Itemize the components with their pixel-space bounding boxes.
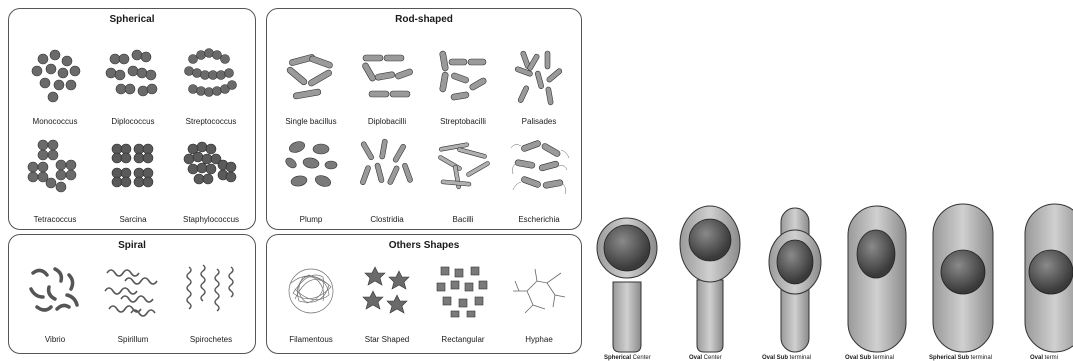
vibrio-illustration: [23, 261, 87, 321]
streptococcus-illustration: [179, 45, 243, 111]
diplobacilli-illustration: [355, 45, 419, 111]
sarcina-illustration: [101, 135, 165, 201]
single-bacillus-illustration: [279, 45, 343, 111]
single-bacillus-cell: [279, 45, 343, 111]
clostridia-cell: [355, 135, 419, 201]
tetracoccus-cell: [23, 135, 87, 201]
spore-oval-subterminal-wide: [848, 206, 906, 352]
spirillum-illustration: [101, 261, 165, 321]
streptobacilli-illustration: [431, 45, 495, 111]
diplococcus-cell: [101, 45, 165, 111]
spore-label-5: Spherical Sub terminal: [929, 355, 992, 361]
spore-illustrations: [593, 0, 1073, 360]
spore-oval-subterminal-narrow: [769, 208, 821, 352]
hyphae-label: Hyphae: [494, 335, 584, 344]
diplococcus-illustration: [101, 45, 165, 111]
vibrio-label: Vibrio: [10, 335, 100, 344]
spore-label-6: Oval termi: [1030, 355, 1058, 361]
tetracoccus-illustration: [23, 135, 87, 201]
spherical-panel: Spherical Monococcus Diplococcus: [8, 8, 256, 230]
spore-label-1: Spherical Center: [604, 355, 651, 361]
escherichia-illustration: [507, 135, 571, 201]
spirillum-label: Spirillum: [88, 335, 178, 344]
palisades-cell: [507, 45, 571, 111]
spherical-title: Spherical: [9, 14, 255, 25]
spirochetes-cell: [179, 261, 243, 321]
palisades-illustration: [507, 45, 571, 111]
tetracoccus-label: Tetracoccus: [10, 215, 100, 224]
spore-spherical-center: [597, 218, 657, 352]
sarcina-cell: [101, 135, 165, 201]
hyphae-cell: [507, 261, 571, 321]
spore-spherical-subterminal: [933, 204, 993, 352]
staphylococcus-cell: [179, 135, 243, 201]
rod-shaped-panel: Rod-shaped Single bacillus Diplobacilli: [266, 8, 582, 230]
staphylococcus-illustration: [179, 135, 243, 201]
spirillum-cell: [101, 261, 165, 321]
bacilli-cell: [431, 135, 495, 201]
clostridia-illustration: [355, 135, 419, 201]
star-shaped-cell: [355, 261, 419, 321]
filamentous-illustration: [279, 261, 343, 321]
spirochetes-label: Spirochetes: [166, 335, 256, 344]
star-shaped-illustration: [355, 261, 419, 321]
plump-illustration: [279, 135, 343, 201]
sarcina-label: Sarcina: [88, 215, 178, 224]
monococcus-illustration: [23, 45, 87, 111]
filamentous-cell: [279, 261, 343, 321]
spore-label-3: Oval Sub terminal: [762, 355, 811, 361]
spore-label-2: Oval Center: [689, 355, 722, 361]
streptobacilli-cell: [431, 45, 495, 111]
monococcus-cell: [23, 45, 87, 111]
streptococcus-label: Streptococcus: [166, 117, 256, 126]
spore-oval-center: [680, 206, 740, 352]
rod-shaped-title: Rod-shaped: [267, 14, 581, 25]
spiral-title: Spiral: [9, 240, 255, 251]
bacilli-illustration: [431, 135, 495, 201]
vibrio-cell: [23, 261, 87, 321]
others-shapes-panel: Others Shapes Filamentous Star Shaped: [266, 234, 582, 354]
escherichia-cell: [507, 135, 571, 201]
diplococcus-label: Diplococcus: [88, 117, 178, 126]
streptococcus-cell: [179, 45, 243, 111]
diplobacilli-cell: [355, 45, 419, 111]
spore-oval-terminal: [1025, 204, 1073, 352]
hyphae-illustration: [507, 261, 571, 321]
spore-label-4: Oval Sub terminal: [845, 355, 894, 361]
others-shapes-title: Others Shapes: [267, 240, 581, 251]
plump-cell: [279, 135, 343, 201]
spiral-panel: Spiral Vibrio Spirillum: [8, 234, 256, 354]
staphylococcus-label: Staphylococcus: [166, 215, 256, 224]
escherichia-label: Escherichia: [494, 215, 584, 224]
palisades-label: Palisades: [494, 117, 584, 126]
spirochetes-illustration: [179, 261, 243, 321]
rectangular-illustration: [431, 261, 495, 321]
rectangular-cell: [431, 261, 495, 321]
monococcus-label: Monococcus: [10, 117, 100, 126]
